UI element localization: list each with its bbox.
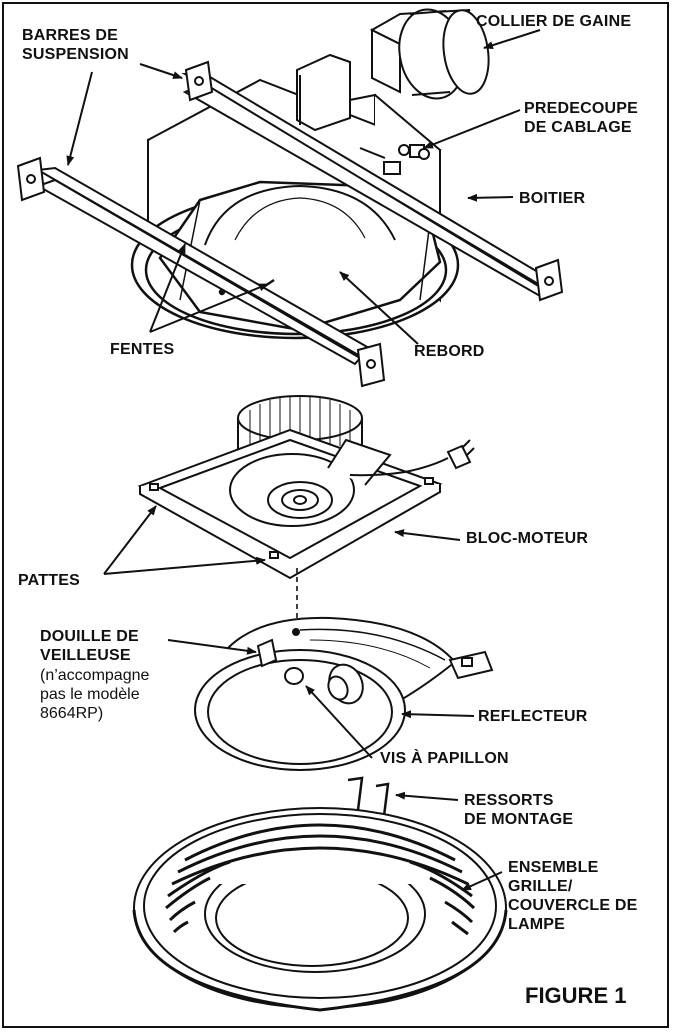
grille-lamp-cover (132, 807, 508, 1012)
label-grille-assembly-line4: LAMPE (508, 916, 565, 933)
label-grille-assembly-line1: ENSEMBLE (508, 859, 599, 876)
label-mounting-springs: RESSORTS DE MONTAGE (464, 791, 573, 829)
label-housing: BOITIER (519, 190, 586, 207)
label-motor-assembly: BLOC-MOTEUR (466, 530, 589, 547)
motor-assembly (137, 395, 475, 580)
label-tabs: PATTES (18, 572, 80, 589)
label-night-light-socket-line2: VEILLEUSE (40, 647, 131, 664)
hanger-bars (16, 60, 564, 388)
night-light-note-line3: 8664RP) (40, 705, 104, 722)
label-wiring-knockout-line1: PREDECOUPE (524, 100, 639, 117)
label-duct-collar: COLLIER DE GAINE (476, 13, 632, 30)
label-reflector: REFLECTEUR (478, 708, 588, 725)
reflector (194, 616, 494, 771)
label-night-light-socket: DOUILLE DE VEILLEUSE (40, 627, 139, 665)
duct-collar (369, 8, 490, 100)
label-flange: REBORD (414, 343, 485, 360)
label-mounting-springs-line2: DE MONTAGE (464, 811, 574, 828)
figure-caption: FIGURE 1 (525, 983, 627, 1008)
label-night-light-socket-line1: DOUILLE DE (40, 628, 139, 645)
night-light-note: (n’accompagne pas le modèle 8664RP) (40, 666, 149, 723)
label-wiring-knockout-line2: DE CABLAGE (524, 119, 632, 136)
label-grille-assembly-line3: COUVERCLE DE (508, 897, 638, 914)
night-light-note-line1: (n’accompagne (40, 667, 150, 684)
label-hanger-bars-line1: BARRES DE (22, 27, 119, 44)
leader-arrows (66, 29, 541, 891)
label-grille-assembly-line2: GRILLE/ (508, 878, 573, 895)
night-light-note-line2: pas le modèle (40, 686, 140, 703)
label-mounting-springs-line1: RESSORTS (464, 792, 554, 809)
label-hanger-bars: BARRES DE SUSPENSION (22, 26, 129, 64)
label-slots: FENTES (110, 341, 175, 358)
label-wing-nut: VIS À PAPILLON (380, 750, 509, 767)
label-wiring-knockout: PREDECOUPE DE CABLAGE (524, 99, 638, 137)
label-grille-assembly: ENSEMBLE GRILLE/ COUVERCLE DE LAMPE (508, 858, 638, 934)
label-hanger-bars-line2: SUSPENSION (22, 46, 129, 63)
